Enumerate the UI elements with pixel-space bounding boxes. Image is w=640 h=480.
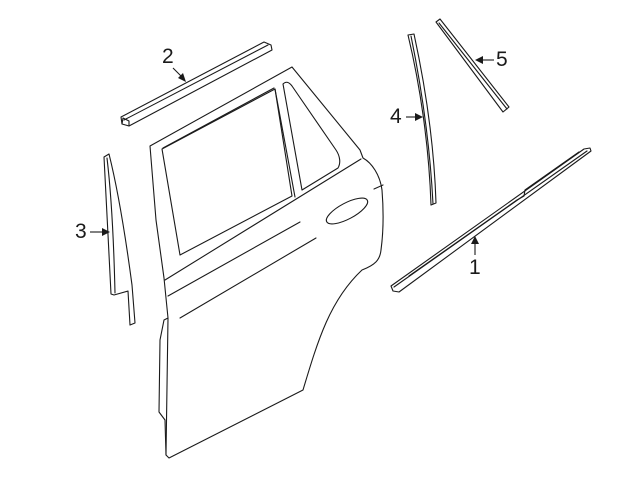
callout-1: 1 — [469, 256, 481, 279]
callout-2: 2 — [162, 45, 174, 68]
door-handle — [325, 197, 369, 225]
quarter-window-glass — [282, 81, 341, 191]
part-2-upper-molding — [120, 41, 273, 127]
part-1-belt-molding — [390, 147, 592, 293]
window-frame-inner — [161, 88, 293, 256]
callout-arrows — [90, 56, 494, 255]
callout-3: 3 — [75, 220, 87, 243]
b-pillar-line — [274, 88, 296, 198]
belt-line-upper — [164, 158, 362, 281]
part-5-quarter-molding — [435, 18, 510, 113]
belt-line-lower — [167, 221, 301, 297]
part-3-front-molding — [103, 153, 136, 326]
callout-5: 5 — [496, 48, 508, 71]
door-detail-dash — [373, 184, 384, 190]
callout-4: 4 — [390, 105, 402, 128]
body-crease — [179, 237, 317, 319]
door-outline — [149, 66, 384, 459]
door-front-edge — [165, 317, 169, 456]
main-window-glass — [162, 87, 275, 149]
part-4-rear-molding — [407, 33, 437, 206]
molding-3-body — [103, 153, 136, 326]
molding-4-body — [407, 33, 437, 206]
rear-door — [149, 66, 384, 459]
